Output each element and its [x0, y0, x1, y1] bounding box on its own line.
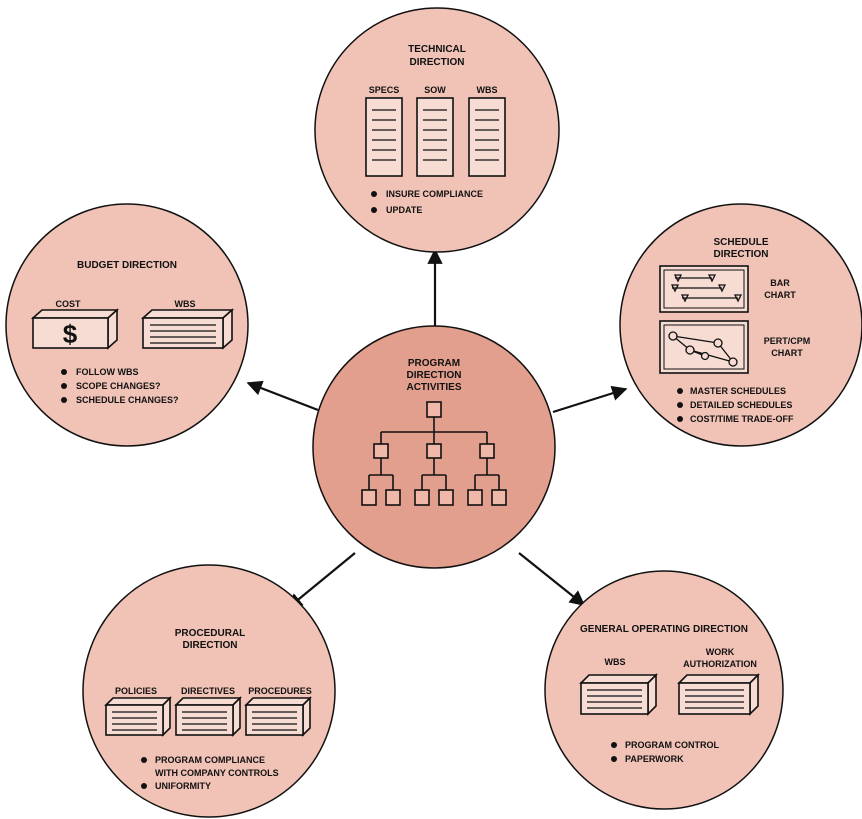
- bar-chart-label-line-1: BAR: [770, 278, 790, 288]
- arrow-to-procedural: [286, 552, 356, 609]
- bar-chart-icon: [659, 265, 749, 313]
- arrow-to-schedule: [552, 385, 628, 414]
- dollar-sign: $: [63, 319, 78, 349]
- bullet-icon: [141, 783, 147, 789]
- bullet-icon: [611, 756, 617, 762]
- technical-title-line-2: DIRECTION: [410, 57, 465, 68]
- procedural-box-lines: [112, 711, 297, 731]
- general-title: GENERAL OPERATING DIRECTION: [580, 624, 748, 635]
- bullet-icon: [677, 402, 683, 408]
- schedule-bullet-3: COST/TIME TRADE-OFF: [690, 414, 794, 424]
- bullet-icon: [611, 742, 617, 748]
- pert-chart-label-line-1: PERT/CPM: [764, 336, 811, 346]
- arrow-to-budget: [246, 380, 319, 412]
- bullet-icon: [141, 757, 147, 763]
- arrow-to-general: [518, 552, 586, 606]
- general-box-label-wbs: WBS: [605, 657, 626, 667]
- procedural-box-label-procedures: PROCEDURES: [248, 686, 312, 696]
- budget-bullet-2: SCOPE CHANGES?: [76, 381, 161, 391]
- document-lines: [372, 109, 499, 161]
- bullet-icon: [61, 397, 67, 403]
- procedural-box-label-policies: POLICIES: [115, 686, 157, 696]
- general-bullet-2: PAPERWORK: [625, 754, 684, 764]
- schedule-direction-node: SCHEDULE DIRECTION BAR CHART: [619, 203, 862, 447]
- bullet-icon: [61, 369, 67, 375]
- center-title-line-2: DIRECTION: [407, 370, 462, 381]
- doc-label-wbs: WBS: [477, 85, 498, 95]
- program-direction-center-node: PROGRAM DIRECTION ACTIVITIES: [312, 325, 556, 569]
- technical-title-line-1: TECHNICAL: [408, 44, 466, 55]
- budget-box-label-cost: COST: [55, 299, 81, 309]
- general-wbs-box-icon: [579, 673, 658, 716]
- bullet-icon: [61, 383, 67, 389]
- bullet-icon: [371, 191, 377, 197]
- bullet-icon: [677, 416, 683, 422]
- center-title-line-1: PROGRAM: [408, 358, 460, 369]
- general-bullet-1: PROGRAM CONTROL: [625, 740, 719, 750]
- procedural-direction-node: PROCEDURAL DIRECTION POLICIES DIRECTIVES…: [82, 564, 336, 818]
- general-operating-direction-node: GENERAL OPERATING DIRECTION WBS WORK AUT…: [544, 570, 784, 810]
- cost-box-icon: [30, 308, 120, 350]
- general-box-label-work-line-2: AUTHORIZATION: [683, 659, 757, 669]
- wbs-box-lines: [150, 324, 216, 344]
- connectors: [246, 248, 628, 609]
- technical-direction-node: TECHNICAL DIRECTION SPECS SOW WBS INSURE…: [314, 7, 560, 253]
- pert-chart-icon: [659, 320, 749, 374]
- technical-bullet-2: UPDATE: [386, 205, 422, 215]
- wbs-box-icon: [140, 308, 235, 350]
- budget-bullet-1: FOLLOW WBS: [76, 367, 139, 377]
- bullet-icon: [677, 388, 683, 394]
- budget-direction-node: BUDGET DIRECTION COST WBS $ FOLLOW WBS S…: [5, 203, 249, 447]
- budget-bullet-3: SCHEDULE CHANGES?: [76, 395, 179, 405]
- procedural-title-line-1: PROCEDURAL: [175, 628, 246, 639]
- work-authorization-box-icon: [677, 673, 760, 716]
- procedural-bullet-1-cont: WITH COMPANY CONTROLS: [155, 768, 279, 778]
- bullet-icon: [371, 207, 377, 213]
- center-title-line-3: ACTIVITIES: [406, 382, 461, 393]
- document-stack-icon: [365, 97, 506, 177]
- schedule-title-line-1: SCHEDULE: [713, 237, 768, 248]
- procedural-box-label-directives: DIRECTIVES: [181, 686, 235, 696]
- general-box-label-work-line-1: WORK: [706, 647, 735, 657]
- procedural-bullet-1: PROGRAM COMPLIANCE: [155, 755, 265, 765]
- general-box-lines: [587, 689, 744, 709]
- schedule-title-line-2: DIRECTION: [714, 249, 769, 260]
- budget-box-label-wbs: WBS: [175, 299, 196, 309]
- org-chart-icon: [361, 401, 507, 506]
- procedural-title-line-2: DIRECTION: [183, 640, 238, 651]
- pert-chart-label-line-2: CHART: [771, 348, 803, 358]
- schedule-bullet-1: MASTER SCHEDULES: [690, 386, 786, 396]
- doc-label-sow: SOW: [424, 85, 446, 95]
- bar-chart-label-line-2: CHART: [764, 290, 796, 300]
- procedural-bullet-2: UNIFORMITY: [155, 781, 211, 791]
- budget-title: BUDGET DIRECTION: [77, 260, 177, 271]
- doc-label-specs: SPECS: [369, 85, 400, 95]
- schedule-bullet-2: DETAILED SCHEDULES: [690, 400, 792, 410]
- technical-bullet-1: INSURE COMPLIANCE: [386, 189, 483, 199]
